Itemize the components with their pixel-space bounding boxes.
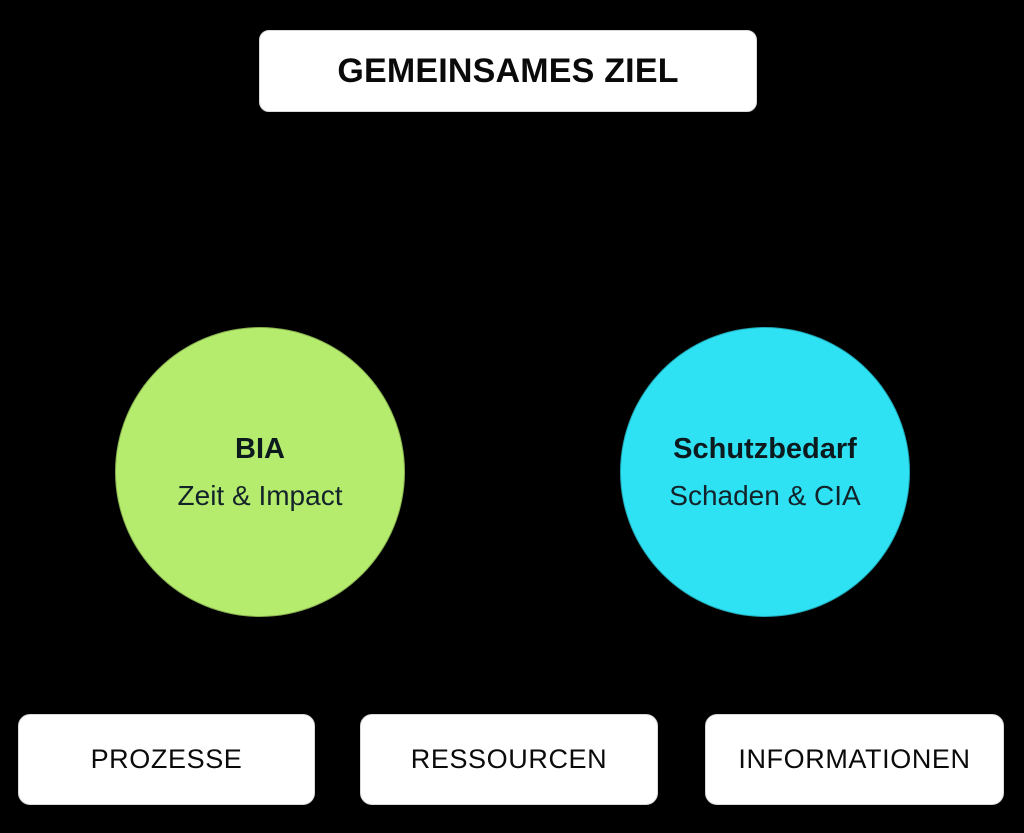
bia-circle-title: BIA <box>235 432 285 465</box>
ressourcen-box: RESSOURCEN <box>360 714 658 805</box>
prozesse-label: PROZESSE <box>90 744 243 774</box>
informationen-label: INFORMATIONEN <box>738 744 971 774</box>
goal-title-box: GEMEINSAMES ZIEL <box>259 30 757 112</box>
bia-circle: BIA Zeit & Impact <box>115 327 405 617</box>
schutzbedarf-circle-subtitle: Schaden & CIA <box>669 479 861 511</box>
schutzbedarf-circle-title: Schutzbedarf <box>673 432 857 465</box>
informationen-box: INFORMATIONEN <box>705 714 1004 805</box>
schutzbedarf-circle: Schutzbedarf Schaden & CIA <box>620 327 910 617</box>
prozesse-box: PROZESSE <box>18 714 315 805</box>
goal-title-label: GEMEINSAMES ZIEL <box>337 51 679 90</box>
ressourcen-label: RESSOURCEN <box>410 744 608 774</box>
bia-circle-subtitle: Zeit & Impact <box>177 479 343 511</box>
